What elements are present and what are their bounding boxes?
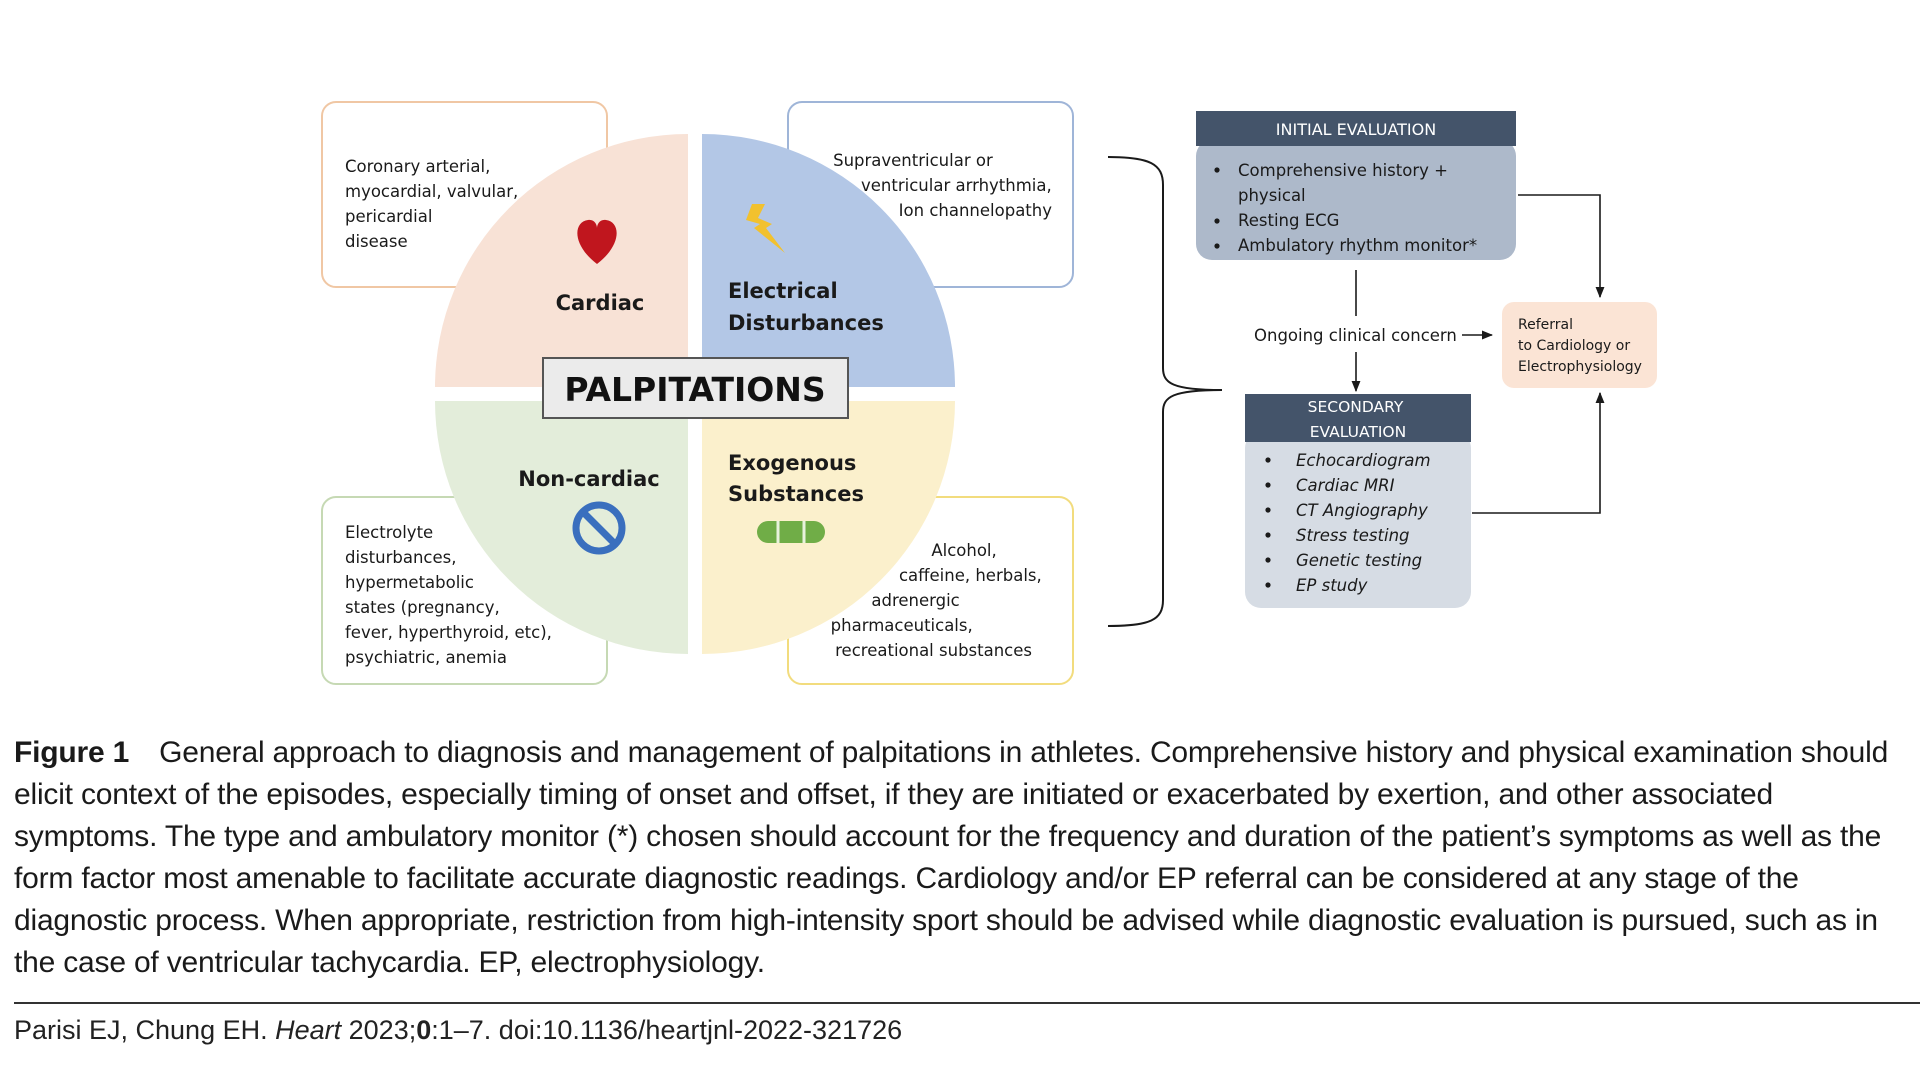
secondary-bullet (1265, 507, 1271, 513)
citation-volume: 0 (416, 1015, 432, 1045)
noncardiac-description-line: disturbances, (345, 548, 456, 567)
referral-line: Referral (1518, 317, 1573, 333)
citation-journal: Heart (275, 1015, 342, 1045)
citation-authors: Parisi EJ, Chung EH. (14, 1015, 276, 1045)
initial-item: Ambulatory rhythm monitor* (1238, 236, 1477, 255)
referral-box (1502, 302, 1657, 388)
secondary-bullet (1265, 482, 1271, 488)
secondary-item: Cardiac MRI (1296, 476, 1395, 495)
citation: Parisi EJ, Chung EH. Heart 2023;0:1–7. d… (14, 1013, 1914, 1047)
ongoing-concern-label: Ongoing clinical concern (1254, 326, 1457, 345)
exogenous-description-line: Alcohol, (931, 541, 996, 560)
noncardiac-description-line: hypermetabolic (345, 573, 474, 592)
lightning-icon (746, 204, 785, 253)
initial-evaluation-header (1196, 111, 1516, 146)
referral-text: Referral to Cardiology or Electrophysiol… (1518, 317, 1642, 375)
cardiac-description: Coronary arterial, myocardial, valvular,… (345, 157, 524, 251)
secondary-bullet (1265, 532, 1271, 538)
center-label-box (542, 357, 849, 419)
electrical-quadrant (702, 134, 955, 387)
initial-bullet (1214, 218, 1220, 224)
electrical-description-line: ventricular arrhythmia, (861, 176, 1052, 195)
cardiac-description-line: Coronary arterial, (345, 157, 490, 176)
citation-year: 2023; (341, 1015, 417, 1045)
electrical-description-line: Supraventricular or (833, 151, 993, 170)
exogenous-quadrant (702, 401, 955, 654)
palpitations-diagram: PALPITATIONS Cardiac Electrical Disturba… (321, 101, 1657, 685)
secondary-item: CT Angiography (1296, 501, 1428, 520)
cardiac-description-line: pericardial (345, 207, 432, 226)
pill-icon (757, 521, 825, 543)
electrical-description: Supraventricular or ventricular arrhythm… (833, 151, 1057, 220)
no-sign-icon (572, 501, 626, 555)
exogenous-description-line: adrenergic (871, 591, 959, 610)
electrical-label-line-2: Disturbances (728, 311, 884, 335)
noncardiac-description-line: psychiatric, anemia (345, 648, 507, 667)
initial-bullet (1214, 167, 1220, 173)
secondary-evaluation-title: SECONDARY EVALUATION (1308, 398, 1409, 441)
exogenous-label-line-1: Exogenous (728, 451, 856, 475)
exogenous-description: Alcohol, caffeine, herbals, adrenergic p… (831, 541, 1047, 660)
center-label: PALPITATIONS (564, 370, 825, 409)
footer-divider (14, 1002, 1920, 1004)
secondary-bullet (1265, 557, 1271, 563)
secondary-item: Stress testing (1296, 526, 1410, 545)
secondary-title-line: SECONDARY (1308, 398, 1404, 416)
secondary-evaluation-body (1245, 432, 1471, 608)
secondary-title-line: EVALUATION (1310, 423, 1406, 441)
initial-item: physical (1238, 186, 1306, 205)
heart-icon (577, 219, 617, 264)
cardiac-quadrant (435, 134, 688, 387)
exogenous-description-line: recreational substances (835, 641, 1032, 660)
secondary-item: Genetic testing (1296, 551, 1422, 570)
initial-item: Comprehensive history + (1238, 161, 1448, 180)
noncardiac-description: Electrolyte disturbances, hypermetabolic… (345, 523, 557, 667)
initial-evaluation-body (1196, 140, 1516, 260)
electrical-description-line: Ion channelopathy (899, 201, 1053, 220)
noncardiac-label: Non-cardiac (518, 467, 660, 491)
cardiac-label: Cardiac (556, 291, 645, 315)
initial-bullet (1214, 243, 1220, 249)
initial-item: Resting ECG (1238, 211, 1339, 230)
figure-label: Figure 1 (14, 736, 130, 769)
initial-evaluation-title: INITIAL EVALUATION (1276, 120, 1436, 139)
secondary-to-referral-arrow (1472, 391, 1605, 514)
secondary-bullet (1265, 582, 1271, 588)
citation-pages-doi: :1–7. doi:10.1136/heartjnl-2022-321726 (431, 1015, 903, 1045)
exogenous-description-line: pharmaceuticals, (831, 616, 973, 635)
exogenous-label-line-2: Substances (728, 482, 864, 506)
referral-line: to Cardiology or (1518, 338, 1630, 354)
exogenous-description-line: caffeine, herbals, (899, 566, 1042, 585)
noncardiac-description-line: states (pregnancy, (345, 598, 500, 617)
electrical-label-line-1: Electrical (728, 279, 838, 303)
secondary-evaluation-items: Echocardiogram Cardiac MRI CT Angiograph… (1296, 451, 1436, 595)
cardiac-description-line: disease (345, 232, 408, 251)
secondary-item: EP study (1296, 576, 1368, 595)
initial-evaluation-items: Comprehensive history + physical Resting… (1238, 161, 1477, 255)
secondary-bullet (1265, 457, 1271, 463)
noncardiac-description-line: Electrolyte (345, 523, 433, 542)
noncardiac-description-line: fever, hyperthyroid, etc), (345, 623, 552, 642)
secondary-item: Echocardiogram (1296, 451, 1431, 470)
cardiac-description-line: myocardial, valvular, (345, 182, 518, 201)
initial-to-referral-arrow (1518, 194, 1605, 299)
noncardiac-quadrant (435, 401, 688, 654)
grouping-brace (1107, 156, 1223, 627)
referral-line: Electrophysiology (1518, 359, 1642, 375)
secondary-evaluation-header (1245, 394, 1471, 442)
caption-text: General approach to diagnosis and manage… (14, 736, 1889, 979)
